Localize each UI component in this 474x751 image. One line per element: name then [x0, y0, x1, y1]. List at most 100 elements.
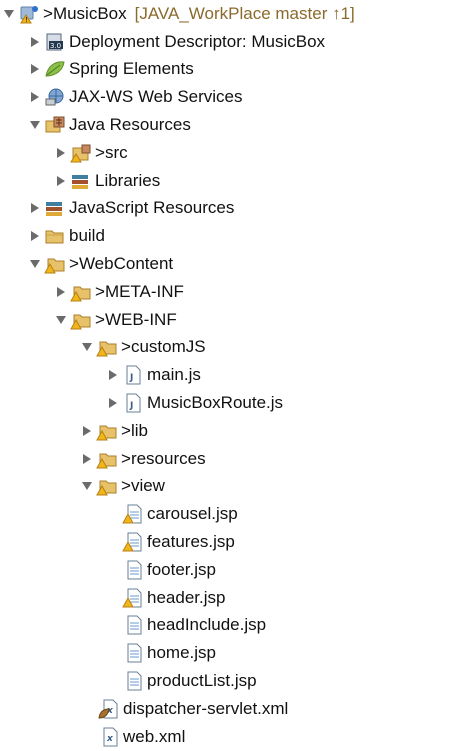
tree-label: JavaScript Resources [69, 198, 235, 218]
folder-icon [44, 226, 66, 246]
tree-row-libraries[interactable]: Libraries [0, 167, 474, 195]
tree-prefix: > [121, 476, 131, 496]
collapsed-twisty-icon[interactable] [28, 90, 42, 104]
tree-label: MusicBoxRoute.js [147, 393, 284, 413]
folder-warning-icon [96, 337, 118, 357]
java-resources-icon [44, 115, 66, 135]
tree-label: resources [130, 448, 206, 468]
expanded-twisty-icon[interactable] [80, 479, 94, 493]
folder-warning-icon [96, 449, 118, 469]
tree-row-web-xml[interactable]: x web.xml [0, 723, 474, 751]
collapsed-twisty-icon[interactable] [80, 452, 94, 466]
tree-row-features-jsp[interactable]: features.jsp [0, 528, 474, 556]
tree-label: customJS [130, 337, 206, 357]
folder-warning-icon [96, 476, 118, 496]
project-icon: ! [18, 4, 40, 24]
tree-row-spring-elements[interactable]: Spring Elements [0, 56, 474, 84]
collapsed-twisty-icon[interactable] [54, 146, 68, 160]
expanded-twisty-icon[interactable] [2, 7, 16, 21]
expanded-twisty-icon[interactable] [28, 118, 42, 132]
collapsed-twisty-icon[interactable] [106, 396, 120, 410]
tree-row-jaxws[interactable]: JAX-WS Web Services [0, 83, 474, 111]
tree-label: build [69, 226, 105, 246]
tree-prefix: > [121, 420, 131, 440]
tree-label: carousel.jsp [147, 504, 238, 524]
tree-row-customjs[interactable]: > customJS [0, 334, 474, 362]
tree-label: web.xml [123, 726, 186, 746]
tree-row-headinclude-jsp[interactable]: headInclude.jsp [0, 612, 474, 640]
collapsed-twisty-icon[interactable] [28, 201, 42, 215]
javascript-file-icon: J [122, 393, 144, 413]
tree-row-deployment-descriptor[interactable]: 3.0 Deployment Descriptor: MusicBox [0, 28, 474, 56]
tree-row-resources[interactable]: > resources [0, 445, 474, 473]
tree-label: META-INF [104, 281, 184, 301]
tree-row-productlist-jsp[interactable]: productList.jsp [0, 667, 474, 695]
tree-row-musicbox[interactable]: ! > MusicBox [JAVA_WorkPlace master ↑1] [0, 0, 474, 28]
jsp-file-warning-icon [122, 504, 144, 524]
collapsed-twisty-icon[interactable] [106, 368, 120, 382]
folder-warning-icon [96, 421, 118, 441]
tree-label: Libraries [95, 170, 161, 190]
tree-row-javascript-resources[interactable]: JavaScript Resources [0, 195, 474, 223]
svg-text:!: ! [25, 16, 28, 24]
collapsed-twisty-icon[interactable] [54, 174, 68, 188]
tree-prefix: > [121, 337, 131, 357]
tree-row-dispatcher-servlet-xml[interactable]: x dispatcher-servlet.xml [0, 695, 474, 723]
collapsed-twisty-icon[interactable] [80, 424, 94, 438]
collapsed-twisty-icon[interactable] [28, 35, 42, 49]
expanded-twisty-icon[interactable] [28, 257, 42, 271]
tree-label: Spring Elements [69, 59, 194, 79]
tree-row-build[interactable]: build [0, 222, 474, 250]
tree-row-header-jsp[interactable]: header.jsp [0, 584, 474, 612]
tree-row-main-js[interactable]: J main.js [0, 361, 474, 389]
tree-row-meta-inf[interactable]: > META-INF [0, 278, 474, 306]
collapsed-twisty-icon[interactable] [28, 62, 42, 76]
xml-spring-file-icon: x [98, 699, 120, 719]
javascript-file-icon: J [122, 365, 144, 385]
svg-text:x: x [106, 706, 114, 716]
svg-text:3.0: 3.0 [50, 42, 61, 50]
tree-label: headInclude.jsp [147, 615, 267, 635]
collapsed-twisty-icon[interactable] [54, 285, 68, 299]
jsp-file-icon [122, 643, 144, 663]
web-services-icon [44, 87, 66, 107]
tree-row-web-inf[interactable]: > WEB-INF [0, 306, 474, 334]
tree-label: header.jsp [147, 587, 226, 607]
deployment-descriptor-icon: 3.0 [44, 32, 66, 52]
folder-warning-icon [44, 254, 66, 274]
tree-row-home-jsp[interactable]: home.jsp [0, 639, 474, 667]
tree-prefix: > [95, 142, 105, 162]
expanded-twisty-icon[interactable] [54, 313, 68, 327]
spring-leaf-icon [44, 59, 66, 79]
collapsed-twisty-icon[interactable] [28, 229, 42, 243]
tree-row-view[interactable]: > view [0, 473, 474, 501]
tree-row-java-resources[interactable]: Java Resources [0, 111, 474, 139]
tree-label: lib [130, 420, 148, 440]
tree-label: Deployment Descriptor: MusicBox [69, 31, 326, 51]
tree-row-lib[interactable]: > lib [0, 417, 474, 445]
expanded-twisty-icon[interactable] [80, 340, 94, 354]
tree-row-carousel-jsp[interactable]: carousel.jsp [0, 500, 474, 528]
tree-prefix: > [43, 3, 53, 23]
jsp-file-icon [122, 615, 144, 635]
tree-label: features.jsp [147, 532, 235, 552]
tree-label: view [130, 476, 165, 496]
tree-row-musicboxroute-js[interactable]: J MusicBoxRoute.js [0, 389, 474, 417]
tree-prefix: > [69, 254, 79, 274]
svg-text:J: J [129, 373, 133, 383]
tree-row-src[interactable]: > src [0, 139, 474, 167]
tree-label: main.js [147, 365, 201, 385]
source-folder-warning-icon [70, 143, 92, 163]
tree-label: dispatcher-servlet.xml [123, 698, 289, 718]
tree-prefix: > [95, 281, 105, 301]
tree-row-footer-jsp[interactable]: footer.jsp [0, 556, 474, 584]
svg-text:x: x [106, 734, 114, 744]
tree-prefix: > [95, 309, 105, 329]
jsp-file-icon [122, 560, 144, 580]
folder-warning-icon [70, 310, 92, 330]
xml-file-icon: x [98, 727, 120, 747]
tree-row-webcontent[interactable]: > WebContent [0, 250, 474, 278]
jsp-file-warning-icon [122, 532, 144, 552]
folder-warning-icon [70, 282, 92, 302]
